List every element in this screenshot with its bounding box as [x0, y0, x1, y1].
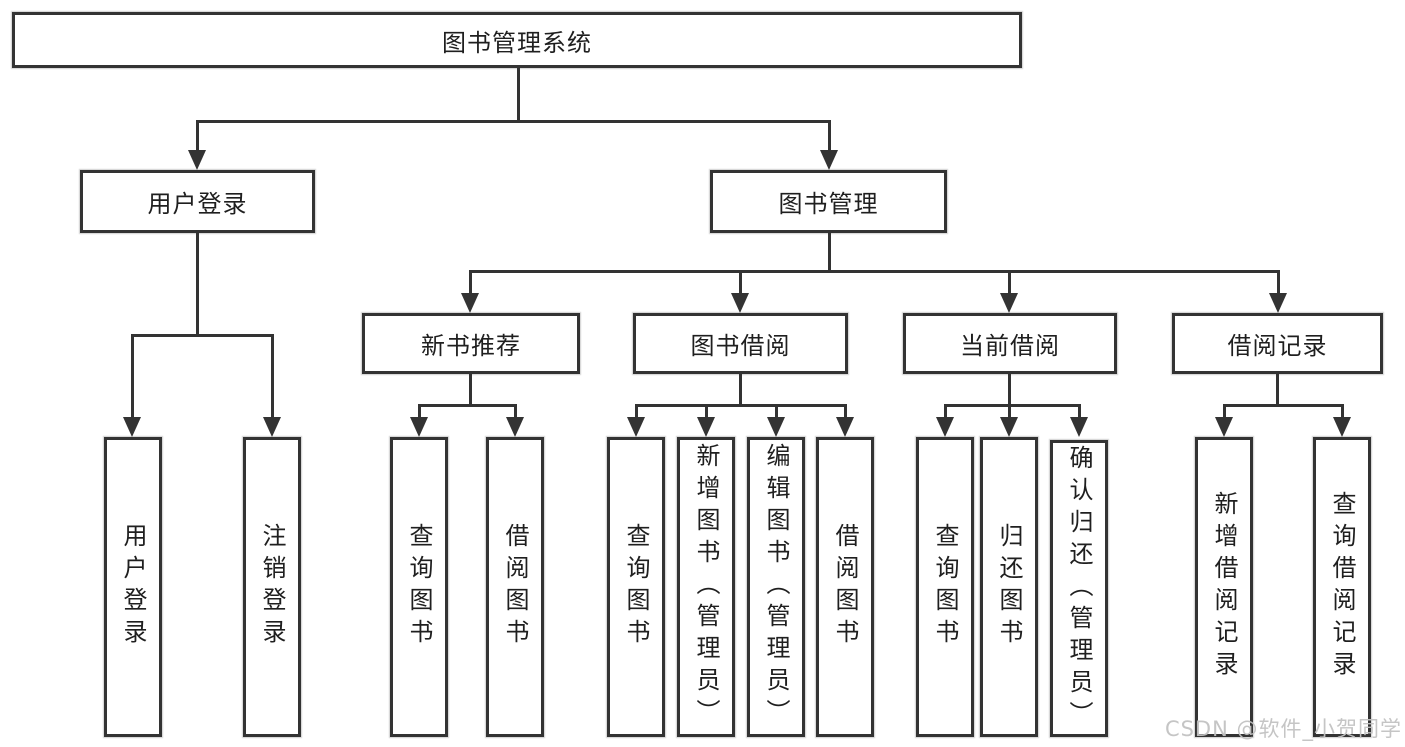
connector-line [469, 270, 472, 294]
connector-line [635, 404, 638, 418]
arrow-down-icon [1000, 417, 1018, 437]
connector-line [517, 68, 520, 120]
node-book-borrowing: 图书借阅 [633, 313, 848, 374]
node-label: 新增图书（管理员） [692, 443, 720, 731]
node-borrowing-records: 借阅记录 [1172, 313, 1383, 374]
connector-line [828, 233, 831, 272]
node-label: 查询图书 [405, 523, 433, 651]
connector-line [131, 334, 274, 337]
connector-line [469, 270, 1280, 273]
node-label: 查询图书 [622, 523, 650, 651]
arrow-down-icon [410, 417, 428, 437]
node-label: 编辑图书（管理员） [762, 443, 790, 731]
node-label: 查询借阅记录 [1328, 491, 1356, 683]
node-query-books-recommend: 查询图书 [390, 437, 448, 737]
node-new-book-recommendation: 新书推荐 [362, 313, 580, 374]
node-label: 图书借阅 [690, 332, 791, 360]
node-label: 图书管理 [778, 190, 879, 218]
node-label: 新书推荐 [421, 332, 521, 360]
connector-line [1008, 270, 1011, 294]
node-label: 借阅图书 [831, 523, 859, 651]
node-add-books-admin: 新增图书（管理员） [677, 437, 735, 737]
node-query-borrow-record: 查询借阅记录 [1313, 437, 1371, 737]
connector-line [944, 404, 1081, 407]
arrow-down-icon [188, 150, 206, 170]
node-label: 确认归还（管理员） [1065, 444, 1093, 733]
connector-line [1277, 270, 1280, 294]
connector-line [739, 270, 742, 294]
node-user-login-action: 用户登录 [104, 437, 162, 737]
node-label: 用户登录 [119, 523, 147, 651]
arrow-down-icon [836, 417, 854, 437]
connector-line [844, 404, 847, 418]
node-library-management-system: 图书管理系统 [12, 12, 1022, 68]
connector-line [635, 404, 846, 407]
node-label: 图书管理系统 [442, 28, 592, 57]
arrow-down-icon [1070, 417, 1088, 437]
node-label: 查询图书 [931, 523, 959, 651]
node-add-borrow-record: 新增借阅记录 [1195, 437, 1253, 737]
connector-line [1276, 374, 1279, 406]
arrow-down-icon [263, 417, 281, 437]
arrow-down-icon [936, 417, 954, 437]
arrow-down-icon [506, 417, 524, 437]
connector-line [196, 233, 199, 336]
node-borrow-books-recommend: 借阅图书 [486, 437, 544, 737]
node-logout-action: 注销登录 [243, 437, 301, 737]
node-label: 注销登录 [258, 523, 286, 651]
node-confirm-return-admin: 确认归还（管理员） [1050, 440, 1108, 737]
node-label: 归还图书 [995, 523, 1023, 651]
connector-line [1008, 374, 1011, 406]
connector-line [196, 120, 831, 123]
connector-line [705, 404, 708, 418]
node-label: 借阅记录 [1227, 332, 1328, 360]
node-edit-books-admin: 编辑图书（管理员） [747, 437, 805, 737]
connector-line [1341, 404, 1344, 418]
arrow-down-icon [627, 417, 645, 437]
arrow-down-icon [1333, 417, 1351, 437]
node-borrow-books: 借阅图书 [816, 437, 874, 737]
node-label: 借阅图书 [501, 523, 529, 651]
node-query-books-current: 查询图书 [916, 437, 974, 737]
arrow-down-icon [1000, 293, 1018, 313]
arrow-down-icon [461, 293, 479, 313]
arrow-down-icon [1269, 293, 1287, 313]
connector-line [739, 374, 742, 406]
connector-line [271, 334, 274, 418]
connector-line [418, 404, 517, 407]
connector-line [469, 374, 472, 406]
connector-line [1223, 404, 1226, 418]
node-user-login: 用户登录 [80, 170, 315, 233]
connector-line [1223, 404, 1344, 407]
connector-line [944, 404, 947, 418]
connector-line [418, 404, 421, 418]
arrow-down-icon [820, 150, 838, 170]
arrow-down-icon [123, 417, 141, 437]
csdn-watermark: CSDN @软件_小贺同学 [1164, 717, 1402, 741]
arrow-down-icon [767, 417, 785, 437]
arrow-down-icon [697, 417, 715, 437]
node-query-books-borrowing: 查询图书 [607, 437, 665, 737]
arrow-down-icon [731, 293, 749, 313]
arrow-down-icon [1215, 417, 1233, 437]
node-book-management: 图书管理 [710, 170, 947, 233]
node-label: 用户登录 [147, 190, 248, 218]
connector-line [775, 404, 778, 418]
node-label: 新增借阅记录 [1210, 491, 1238, 683]
connector-line [514, 404, 517, 418]
node-current-borrowing: 当前借阅 [903, 313, 1117, 374]
connector-line [131, 334, 134, 418]
connector-line [1008, 404, 1011, 418]
connector-line [1078, 404, 1081, 418]
node-return-books: 归还图书 [980, 437, 1038, 737]
connector-line [828, 120, 831, 152]
connector-line [196, 120, 199, 152]
node-label: 当前借阅 [960, 332, 1060, 360]
